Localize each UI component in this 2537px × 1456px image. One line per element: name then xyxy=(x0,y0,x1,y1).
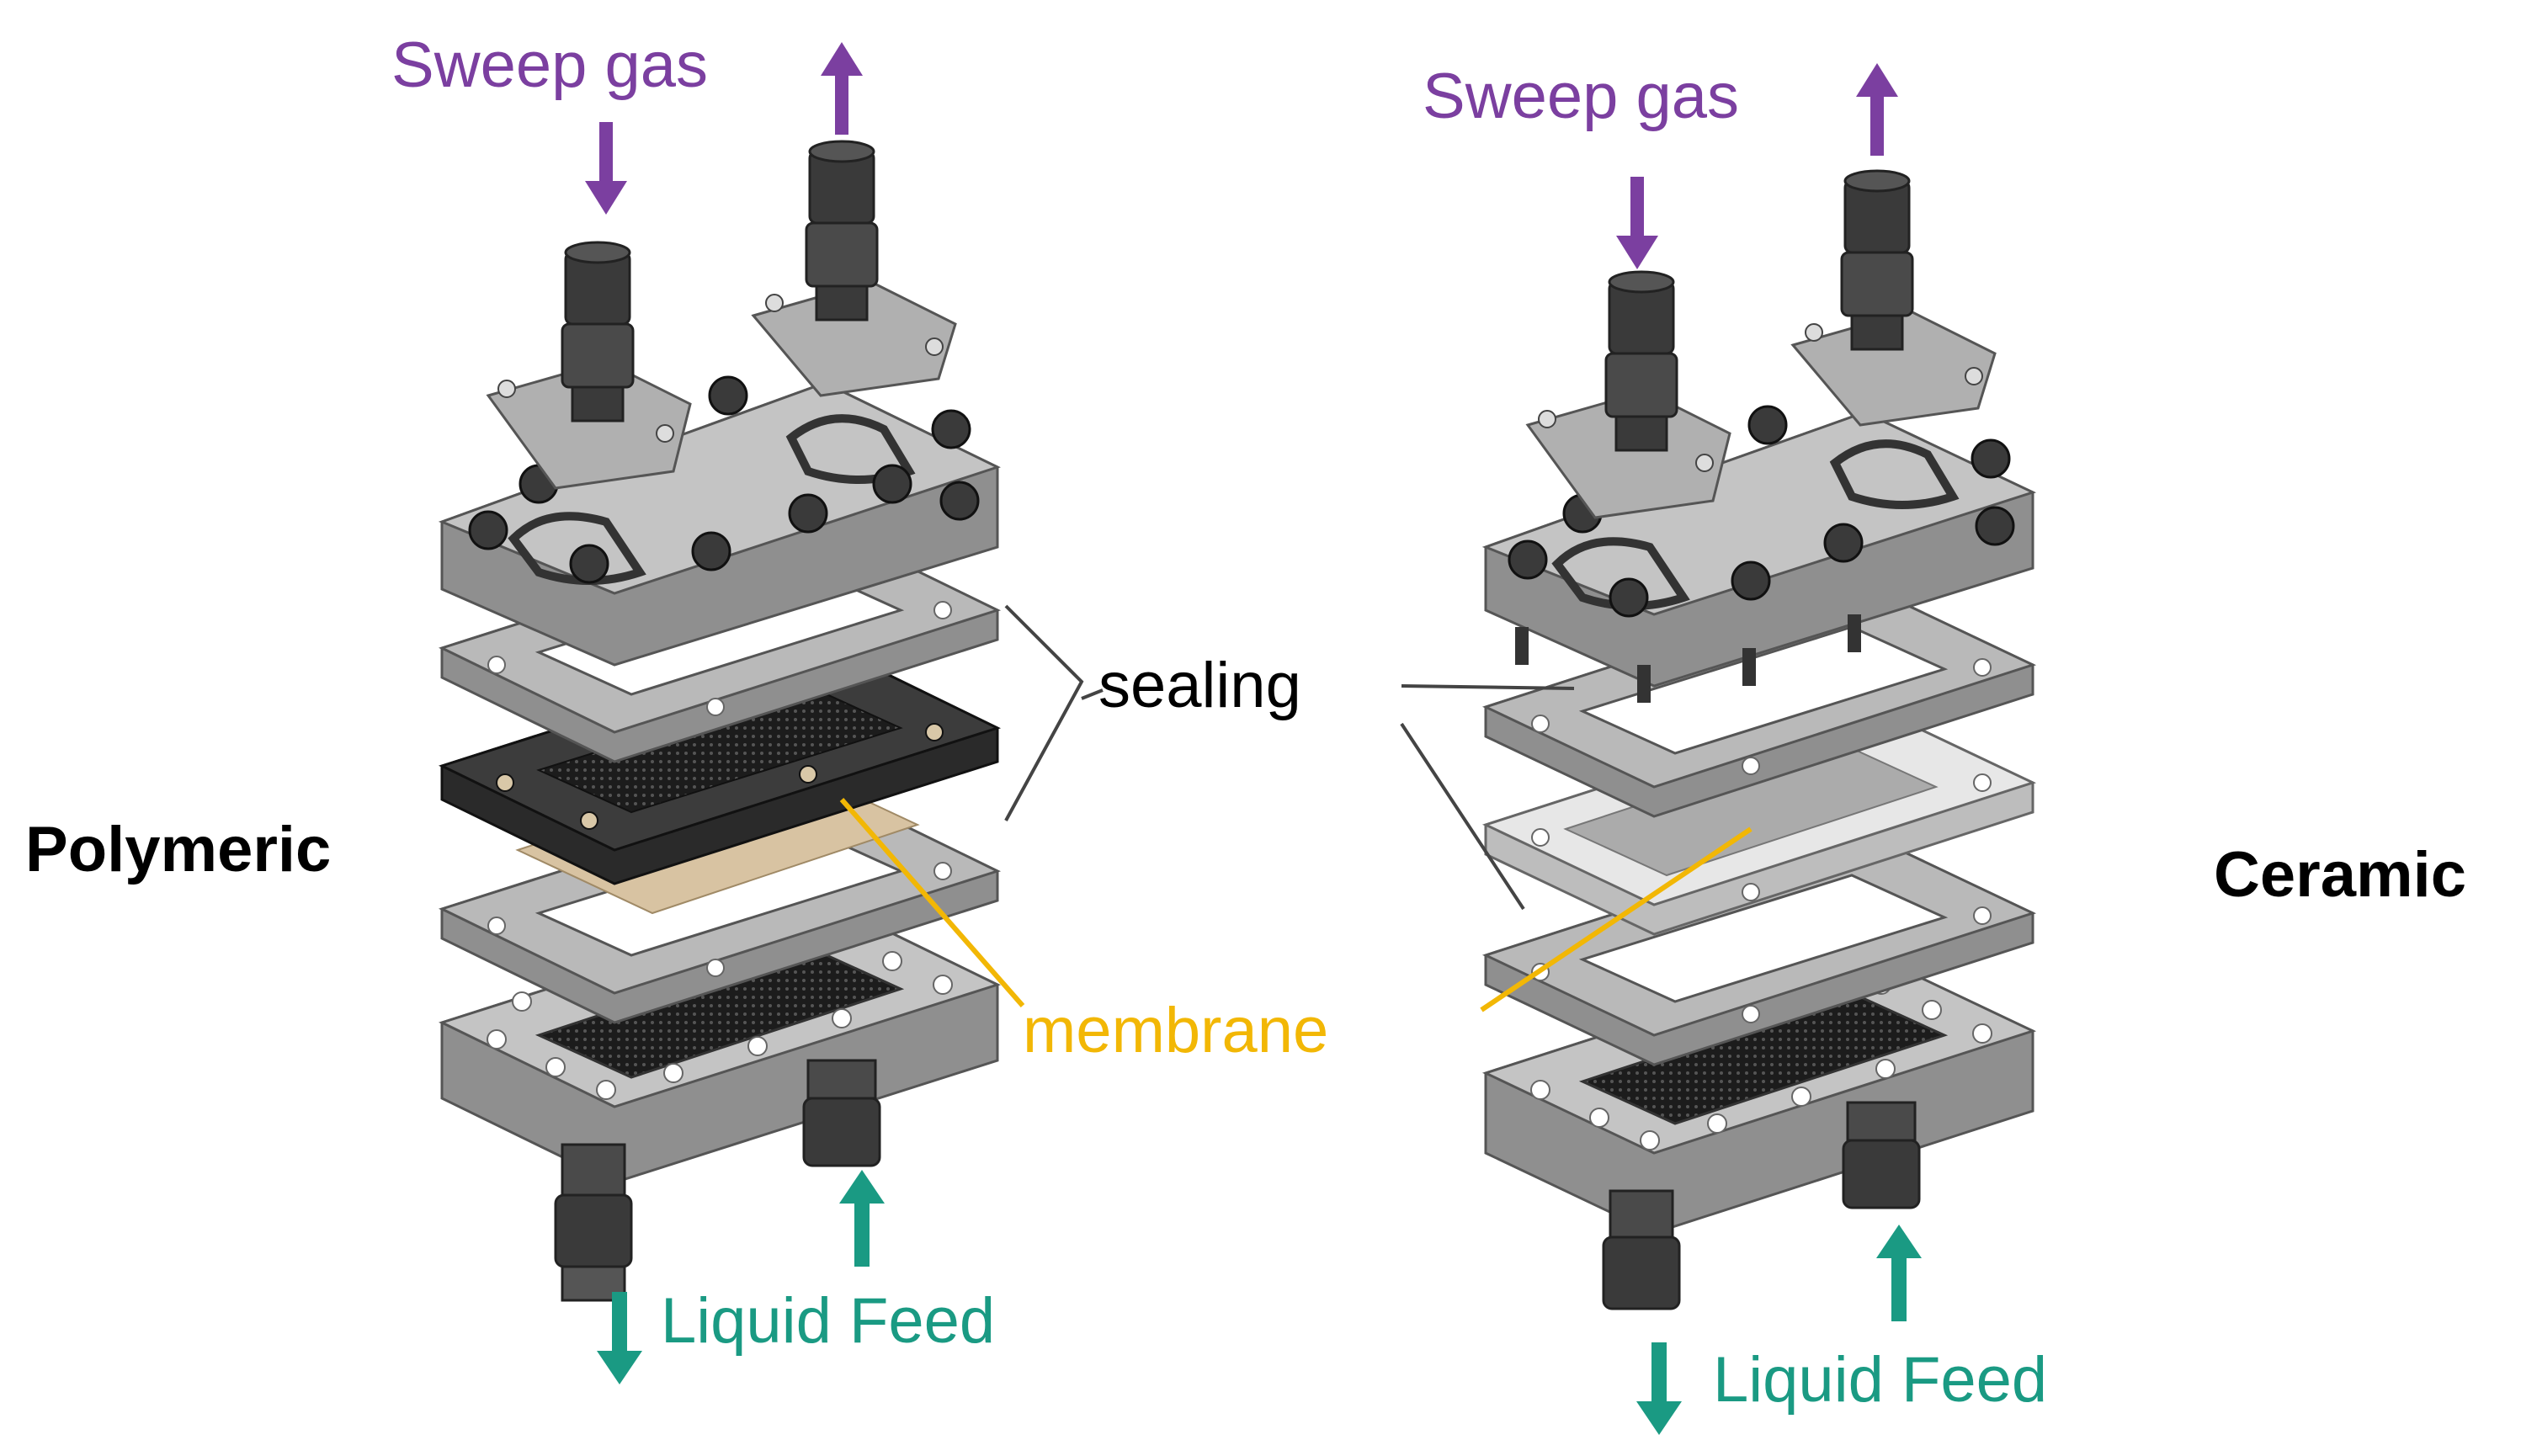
liquid-feed-inlet-arrow-right xyxy=(1876,1225,1922,1321)
liquid-feed-label-left: Liquid Feed xyxy=(661,1285,995,1357)
polymeric-module xyxy=(438,140,1002,1302)
flow-arrows xyxy=(585,42,1922,1435)
liquid-outlet-fitting xyxy=(554,1143,633,1302)
sweep-gas-inlet-arrow-right xyxy=(1616,177,1658,269)
membrane-leader-left xyxy=(839,798,1025,1007)
sealing-leader-left xyxy=(1004,604,1084,821)
ceramic-sweep-gas-outlet-fitting xyxy=(1840,169,1914,351)
sealing-label: sealing xyxy=(1098,650,1301,721)
ceramic-module xyxy=(1481,169,2037,1310)
ceramic-membrane-plate xyxy=(1481,701,2037,936)
liquid-feed-label-right: Liquid Feed xyxy=(1713,1344,2047,1416)
sealing-leader-right-upper xyxy=(1401,684,1575,690)
liquid-feed-outlet-arrow-right xyxy=(1636,1342,1682,1435)
sweep-gas-inlet-fitting xyxy=(561,241,635,422)
membrane-leader-right xyxy=(1480,826,1752,1012)
ceramic-lower-gasket xyxy=(1481,832,2037,1066)
sweep-gas-label-left: Sweep gas xyxy=(391,29,708,101)
support-plate xyxy=(438,642,1002,885)
ceramic-label: Ceramic xyxy=(2214,839,2466,911)
sweep-gas-outlet-fitting xyxy=(805,140,879,321)
sweep-gas-outlet-arrow-right xyxy=(1856,63,1898,156)
membrane-label: membrane xyxy=(1023,995,1328,1066)
sweep-gas-inlet-arrow-left xyxy=(585,122,627,215)
top-end-plate xyxy=(438,375,1001,667)
liquid-feed-outlet-arrow-left xyxy=(597,1292,642,1384)
liquid-inlet-fitting xyxy=(802,1059,881,1167)
ceramic-top-end-plate xyxy=(1481,405,2037,703)
ceramic-upper-gasket xyxy=(1481,583,2037,818)
ceramic-liquid-outlet-fitting xyxy=(1602,1189,1681,1310)
liquid-feed-inlet-arrow-left xyxy=(839,1170,885,1267)
polymeric-label: Polymeric xyxy=(25,814,331,885)
sweep-gas-label-right: Sweep gas xyxy=(1423,61,1739,132)
ceramic-bottom-end-plate xyxy=(1481,949,2037,1235)
leader-lines xyxy=(839,604,1752,1012)
sweep-gas-outlet-arrow-left xyxy=(821,42,863,135)
ceramic-liquid-inlet-fitting xyxy=(1842,1101,1921,1209)
ceramic-sweep-gas-inlet-fitting xyxy=(1604,270,1678,452)
sealing-leader-top-left xyxy=(1081,688,1104,700)
sealing-leader-right-lower xyxy=(1400,722,1525,911)
